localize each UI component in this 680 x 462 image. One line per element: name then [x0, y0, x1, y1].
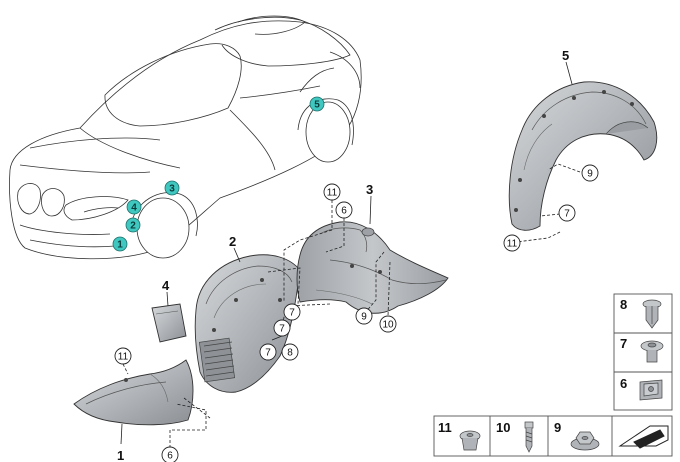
callout-7-c: 7 — [259, 343, 277, 361]
callout-7-a-circle — [283, 303, 301, 321]
marker-1-label: 1 — [117, 240, 123, 251]
marker-4-label: 4 — [131, 203, 137, 214]
marker-5: 5 — [309, 96, 325, 112]
label-part-4: 4 — [162, 278, 170, 293]
callout-6-bottom-text: 6 — [167, 451, 173, 462]
callout-11-shield-text: 11 — [118, 352, 129, 363]
car-outline — [9, 15, 362, 260]
legend-label-9: 9 — [554, 420, 561, 435]
callout-11-shield: 11 — [114, 347, 132, 365]
callout-7-b: 7 — [273, 319, 291, 337]
marker-3-dot — [164, 180, 180, 196]
callout-10-liner-text: 10 — [382, 320, 394, 331]
callout-9-rear-circle — [581, 164, 599, 182]
callout-11-top-text: 11 — [327, 188, 338, 199]
hex-nut-icon — [570, 431, 600, 451]
callout-7-c-circle — [259, 343, 277, 361]
callout-6-bottom: 6 — [161, 446, 179, 462]
callout-7-a-text: 7 — [289, 308, 295, 319]
marker-1-dot — [112, 236, 128, 252]
callout-7-rear-text: 7 — [564, 209, 570, 220]
callout-7-a: 7 — [283, 303, 301, 321]
callout-11-rear: 11 — [503, 234, 521, 252]
leader-lines — [120, 61, 581, 448]
clip-nut-icon — [639, 379, 663, 401]
callout-6-bottom-circle — [161, 446, 179, 462]
callout-10-liner-circle — [379, 315, 397, 333]
legend-label-7: 7 — [620, 336, 627, 351]
legend-label-6: 6 — [620, 376, 627, 391]
marker-4: 4 — [126, 199, 142, 215]
marker-2-label: 2 — [130, 221, 136, 232]
callout-7-rear: 7 — [558, 204, 576, 222]
inner-arch-liner — [296, 221, 449, 314]
small-cover-panel — [151, 303, 187, 343]
callout-7-c-text: 7 — [265, 348, 271, 359]
marker-3-label: 3 — [169, 184, 175, 195]
callout-8-circle — [281, 343, 299, 361]
marker-3: 3 — [164, 180, 180, 196]
callout-6-top-text: 6 — [341, 206, 347, 217]
callout-9-liner-circle — [355, 307, 373, 325]
label-part-2: 2 — [229, 234, 236, 249]
liner-vent-grille — [198, 337, 236, 383]
callout-9-rear: 9 — [581, 164, 599, 182]
spreading-rivet-icon — [459, 430, 481, 451]
callout-10-liner: 10 — [379, 315, 397, 333]
callout-11-rear-text: 11 — [507, 239, 518, 250]
legend-label-11: 11 — [438, 420, 452, 435]
callout-9-rear-text: 9 — [587, 169, 593, 180]
callout-11-top-circle — [323, 183, 341, 201]
callout-11-shield-circle — [114, 347, 132, 365]
label-part-1: 1 — [117, 448, 124, 462]
callout-8: 8 — [281, 343, 299, 361]
marker-5-dot — [309, 96, 325, 112]
marker-5-label: 5 — [314, 100, 320, 111]
callout-6-top-circle — [335, 201, 353, 219]
push-rivet-icon — [642, 299, 662, 329]
direction-arrow-icon — [618, 425, 669, 449]
part-number-labels: 1 2 3 4 5 — [117, 48, 569, 462]
marker-2-dot — [125, 217, 141, 233]
legend-bottom-row: 11 10 9 — [433, 415, 673, 457]
underbody-shield — [73, 359, 194, 426]
callout-8-text: 8 — [287, 348, 293, 359]
marker-2: 2 — [125, 217, 141, 233]
expanding-nut-icon — [640, 340, 664, 363]
callout-7-b-text: 7 — [279, 324, 285, 335]
screw-icon — [524, 421, 534, 453]
callout-9-liner: 9 — [355, 307, 373, 325]
label-part-3: 3 — [366, 182, 373, 197]
rear-wheel-arch-liner — [508, 81, 658, 231]
callout-9-liner-text: 9 — [361, 312, 367, 323]
legend-label-10: 10 — [496, 420, 510, 435]
marker-1: 1 — [112, 236, 128, 252]
callout-11-rear-circle — [503, 234, 521, 252]
callout-7-rear-circle — [558, 204, 576, 222]
callout-6-top: 6 — [335, 201, 353, 219]
callout-7-b-circle — [273, 319, 291, 337]
legend-right-column: 8 7 6 — [613, 293, 673, 411]
label-part-5: 5 — [562, 48, 569, 63]
callout-11-top: 11 — [323, 183, 341, 201]
marker-4-dot — [126, 199, 142, 215]
legend-label-8: 8 — [620, 297, 627, 312]
